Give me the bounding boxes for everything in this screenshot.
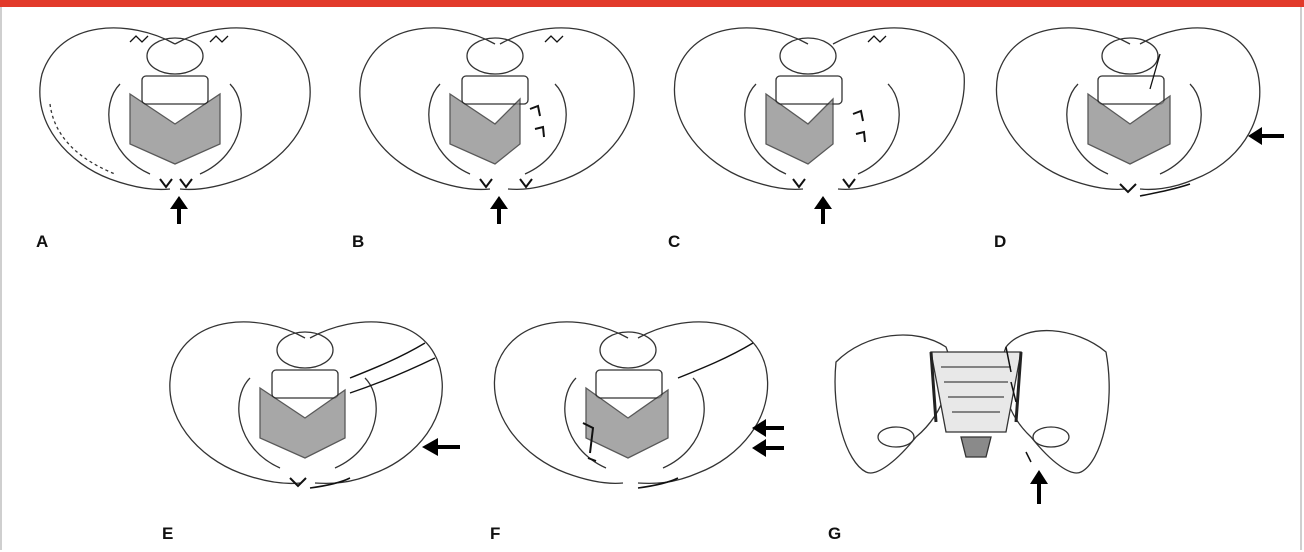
arrow-left-icon (422, 438, 460, 456)
pelvis-inlet-diagram (30, 14, 320, 224)
pelvis-inlet-diagram (160, 318, 470, 518)
panel-label-c: C (668, 232, 680, 252)
panel-b-drawing (350, 14, 640, 224)
arrow-up-icon (814, 196, 832, 224)
panel-e-drawing (160, 318, 470, 518)
panel-label-b: B (352, 232, 364, 252)
panel-label-f: F (490, 524, 500, 544)
panel-g-drawing (826, 312, 1126, 512)
panel-label-d: D (994, 232, 1006, 252)
arrow-up-icon (1030, 470, 1048, 504)
arrow-left-icon (1248, 127, 1284, 145)
panel-label-a: A (36, 232, 48, 252)
panel-label-e: E (162, 524, 173, 544)
panel-f-drawing (488, 318, 798, 518)
panel-d-drawing (990, 14, 1290, 224)
pelvis-inlet-diagram (990, 14, 1290, 224)
pelvis-inlet-diagram (350, 14, 640, 224)
pelvis-ap-diagram (826, 312, 1126, 512)
pelvis-inlet-diagram (668, 14, 968, 224)
pelvis-inlet-diagram (488, 318, 798, 518)
panel-label-g: G (828, 524, 841, 544)
panel-c-drawing (668, 14, 968, 224)
panel-a-drawing (30, 14, 320, 224)
arrow-up-icon (490, 196, 508, 224)
arrow-up-icon (170, 196, 188, 224)
top-accent-bar (0, 0, 1304, 7)
